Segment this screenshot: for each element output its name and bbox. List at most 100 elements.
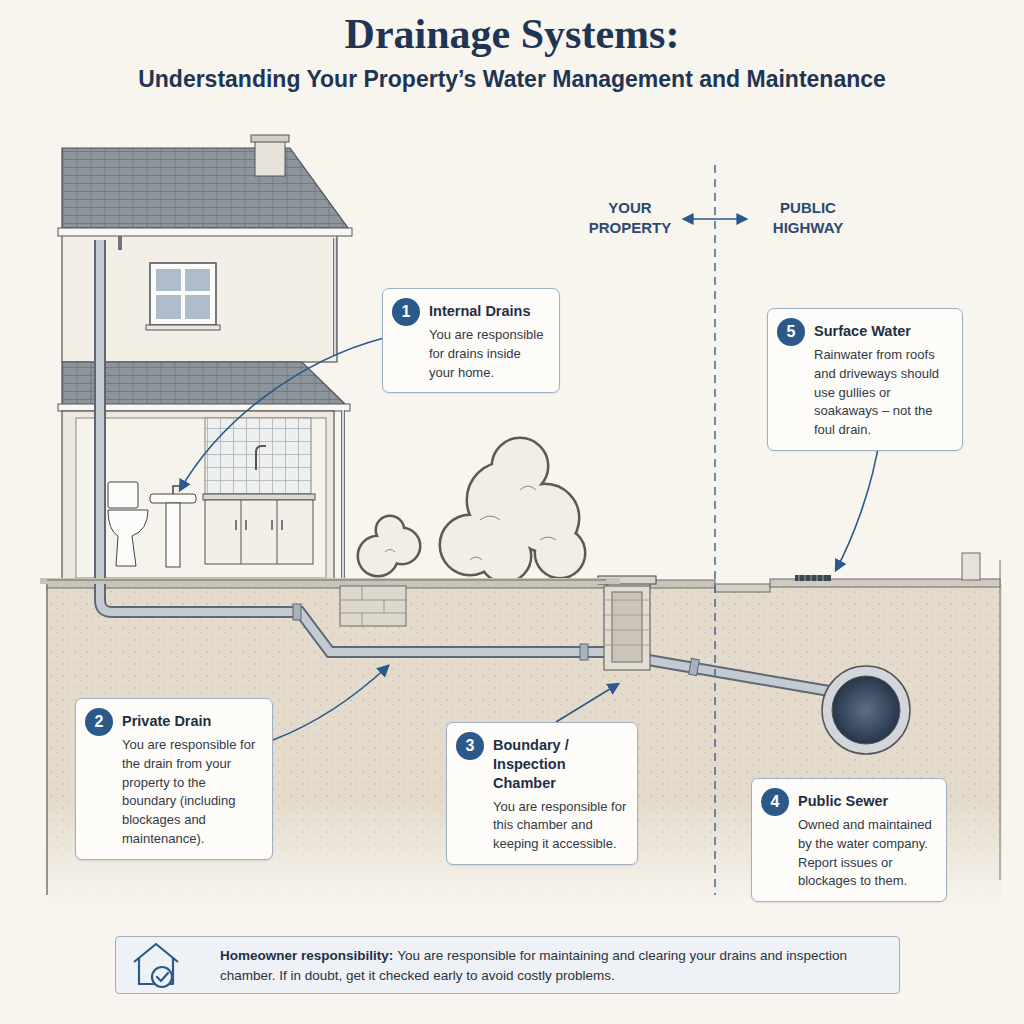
leader-arrow <box>180 338 384 490</box>
callout-box: Internal DrainsYou are responsible for d… <box>382 288 560 393</box>
box-heading: Internal Drains <box>429 302 549 321</box>
planter <box>340 586 406 626</box>
house-icon <box>134 944 178 984</box>
soil-texture <box>47 584 1002 904</box>
zone-label: YOUR PROPERTY <box>580 198 680 239</box>
inspection-chamber <box>604 586 650 670</box>
room-interior <box>76 418 326 578</box>
callout-digit: 5 <box>787 323 796 341</box>
ground-line-cover <box>40 578 620 584</box>
basin-pedestal <box>166 503 180 567</box>
shrub-lobe <box>536 529 584 577</box>
downpipe <box>120 236 343 580</box>
box-body: You are responsible for drains inside yo… <box>429 326 549 383</box>
cabinet-doors <box>241 500 277 564</box>
kerb <box>715 584 770 592</box>
callout-box: Public SewerOwned and maintained by the … <box>751 778 947 902</box>
pipe-joint <box>689 658 700 675</box>
shrub-lobe <box>493 439 547 493</box>
box-body: Owned and maintained by the water compan… <box>798 816 936 891</box>
worktop <box>203 494 315 500</box>
leader-arrow <box>556 684 618 722</box>
callout-digit: 2 <box>95 713 104 731</box>
toilet-cistern <box>108 482 138 508</box>
boundary-double-arrow <box>684 218 746 220</box>
window-sill <box>146 325 220 330</box>
planter-bricks <box>340 586 406 626</box>
basin-tap <box>173 486 179 494</box>
soil <box>47 584 1002 904</box>
downpipe-highlight <box>342 410 344 580</box>
window-pane <box>156 269 181 291</box>
shrub-outline <box>358 438 585 582</box>
subtitle: Understanding Your Property’s Water Mana… <box>0 66 1024 94</box>
diagram-title: Drainage Systems: <box>0 10 1024 58</box>
shrub-texture <box>385 486 556 560</box>
drain-pipe-outline <box>100 240 606 652</box>
callout-number: 3 <box>456 732 484 760</box>
ground-line <box>47 580 606 581</box>
note-text: Homeowner responsibility:You are respons… <box>220 946 879 985</box>
soil-edge <box>46 582 48 895</box>
callout-digit: 3 <box>466 737 475 755</box>
shrub-fill <box>359 439 584 581</box>
callout-number: 5 <box>777 318 805 346</box>
callout-box: Surface WaterRainwater from roofs and dr… <box>767 308 963 451</box>
note-heading: Homeowner responsibility: <box>220 948 393 963</box>
wall-tiles <box>205 418 311 494</box>
pipe-joint <box>293 604 301 620</box>
chimney-cap <box>251 135 289 142</box>
fascia <box>58 228 352 236</box>
basin <box>150 494 196 503</box>
callout-number: 2 <box>85 708 113 736</box>
kitchen-tap <box>256 446 266 470</box>
garden-surface <box>650 580 715 588</box>
public-sewer-pipe <box>822 666 910 754</box>
callout-number: 1 <box>392 298 420 326</box>
box-heading: Boundary / Inspection Chamber <box>493 736 627 793</box>
boundary-line <box>714 165 716 895</box>
kitchen-units <box>205 500 313 564</box>
box-heading: Surface Water <box>814 322 952 341</box>
zone-label: PUBLIC HIGHWAY <box>758 198 858 239</box>
fence-post <box>962 553 980 580</box>
chamber-brickwork <box>604 600 650 645</box>
check-circle <box>152 967 172 987</box>
pipe-joint <box>580 644 588 660</box>
chamber-shaft <box>612 592 642 662</box>
window-pane <box>156 295 181 319</box>
callout-number: 4 <box>761 788 789 816</box>
toilet-bowl <box>108 510 148 566</box>
main-roof <box>62 148 348 228</box>
window-pane <box>185 269 210 291</box>
box-body: You are responsible for the drain from y… <box>122 736 262 849</box>
shrub-lobe <box>480 531 530 581</box>
private-drain-pipe <box>100 240 606 652</box>
sewer-bore <box>832 676 900 744</box>
box-body: Rainwater from roofs and driveways shoul… <box>814 346 952 440</box>
callout-digit: 1 <box>402 303 411 321</box>
road-gully <box>795 575 831 581</box>
soil-edge <box>1000 560 1001 880</box>
downpipe-highlight <box>334 238 336 356</box>
box-body: You are responsible for this chamber and… <box>493 798 627 855</box>
shrub-lobe <box>377 517 403 543</box>
drain-pipe-outline <box>648 660 835 692</box>
check-mark <box>157 973 168 981</box>
callout-digit: 4 <box>771 793 780 811</box>
lateral-drain-pipe <box>648 660 835 692</box>
window <box>150 263 216 325</box>
window-pane <box>185 295 210 319</box>
note-box: Homeowner responsibility:You are respons… <box>115 936 900 994</box>
gully-grate <box>799 575 823 581</box>
chimney <box>255 140 285 176</box>
callout-box: Private DrainYou are responsible for the… <box>75 698 273 860</box>
leader-arrow <box>273 666 388 740</box>
leader-arrow <box>836 436 880 570</box>
box-heading: Public Sewer <box>798 792 936 811</box>
box-heading: Private Drain <box>122 712 262 731</box>
cabinet-handles <box>236 520 282 530</box>
callout-box: Boundary / Inspection ChamberYou are res… <box>446 722 638 865</box>
